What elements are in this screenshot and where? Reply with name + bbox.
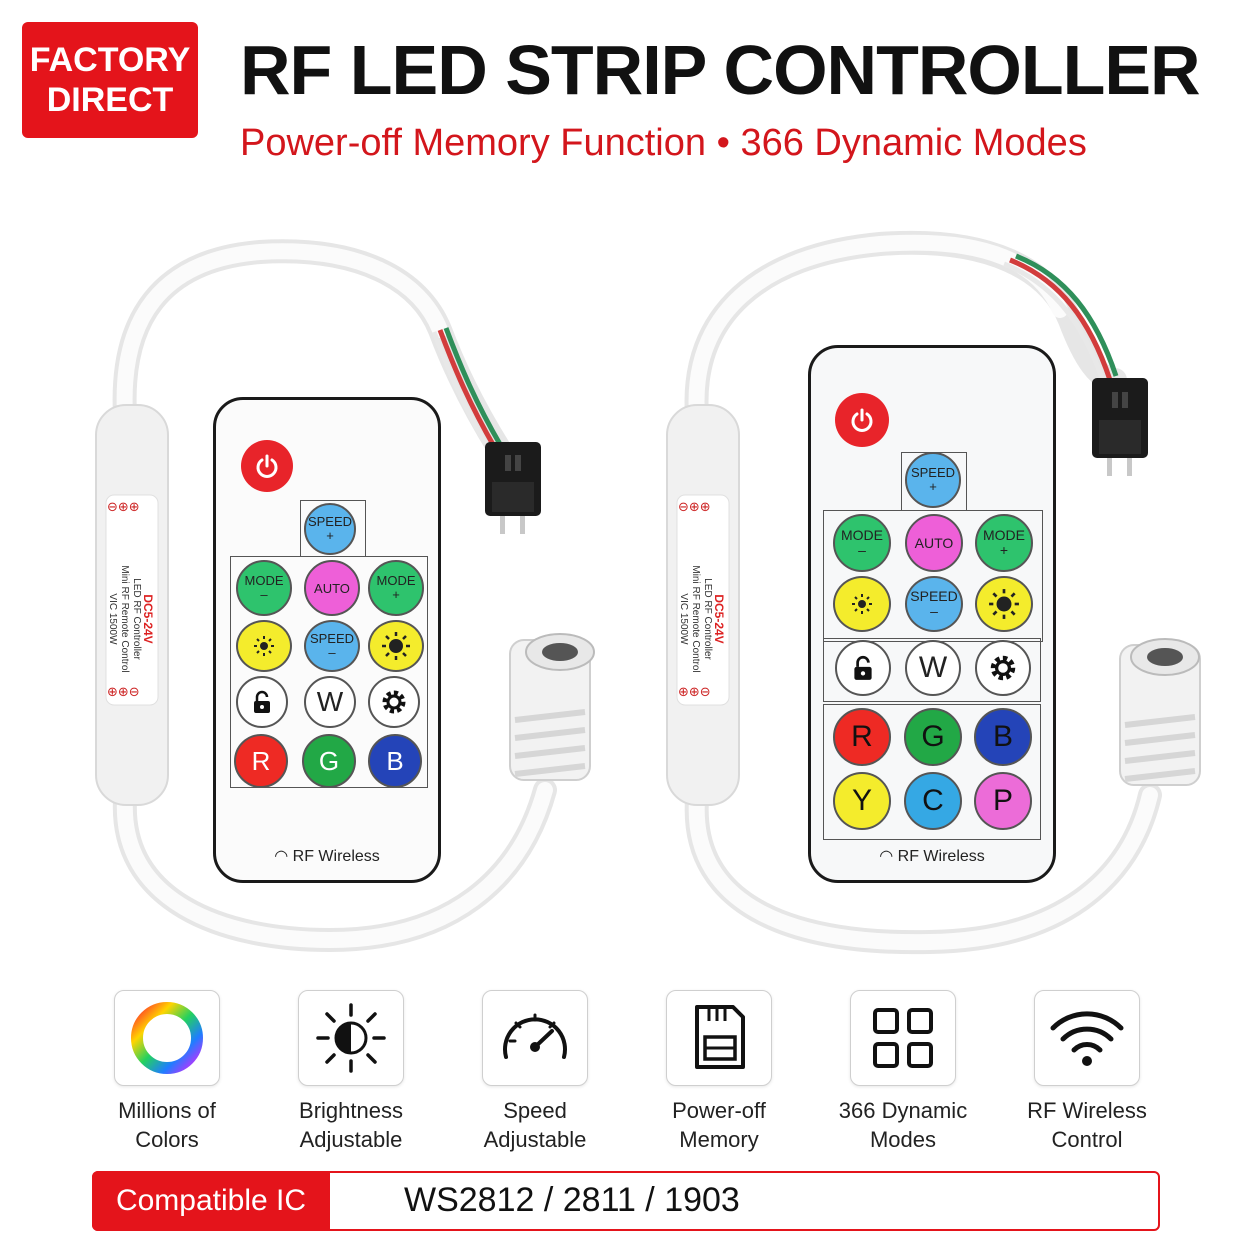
- feature-label-2: Modes: [869, 1127, 937, 1152]
- speedometer-icon: [503, 1013, 567, 1059]
- feature-label-1: RF Wireless: [1027, 1098, 1147, 1123]
- brightness-up-button[interactable]: [368, 620, 424, 672]
- speed-up-button[interactable]: SPEED+: [304, 503, 356, 555]
- blue-button[interactable]: B: [974, 708, 1032, 766]
- badge-line-2: DIRECT: [46, 81, 174, 119]
- sun-small-icon: [254, 636, 274, 656]
- feature-label-2: Memory: [679, 1127, 759, 1152]
- settings-button[interactable]: [975, 640, 1031, 696]
- settings-button[interactable]: [368, 676, 420, 728]
- mode-up-button[interactable]: MODE+: [368, 560, 424, 616]
- left-cable-loop: [95, 239, 595, 953]
- feature-label-1: Power-off: [672, 1098, 766, 1123]
- power-icon: [256, 454, 278, 478]
- right-receiver-label: ⊖⊕⊕ DC5-24V LED RF Controller Mini RF Re…: [676, 500, 728, 700]
- sun-large-icon: [382, 632, 410, 660]
- remote-large-footer: ◠ RF Wireless: [879, 848, 985, 865]
- compatible-ic-bar: Compatible IC WS2812 / 2811 / 1903: [92, 1171, 1160, 1231]
- brightness-down-button[interactable]: [236, 620, 292, 672]
- remote-large: SPEED+ MODE– AUTO MODE+ SPEED– W: [808, 345, 1056, 883]
- grid-modes-icon: [873, 1008, 933, 1068]
- factory-direct-badge: FACTORY DIRECT: [22, 22, 198, 138]
- feature-label-2: Colors: [135, 1127, 199, 1152]
- left-receiver-label: ⊖⊕⊕ DC5-24V LED RF Controller Mini RF Re…: [105, 500, 157, 700]
- green-button[interactable]: G: [302, 734, 356, 788]
- remote-small-footer: ◠ RF Wireless: [274, 848, 380, 865]
- gear-icon: [382, 690, 406, 714]
- auto-button[interactable]: AUTO: [304, 560, 360, 616]
- auto-button[interactable]: AUTO: [905, 514, 963, 572]
- lock-icon: [254, 690, 270, 713]
- purple-button[interactable]: P: [974, 772, 1032, 830]
- gear-icon: [990, 655, 1016, 681]
- brightness-up-button[interactable]: [975, 576, 1033, 632]
- green-button[interactable]: G: [904, 708, 962, 766]
- red-button[interactable]: R: [234, 734, 288, 788]
- speed-down-button[interactable]: SPEED–: [304, 620, 360, 672]
- yellow-button[interactable]: Y: [833, 772, 891, 830]
- brightness-icon: [316, 1003, 386, 1073]
- page-subtitle: Power-off Memory Function • 366 Dynamic …: [240, 122, 1087, 164]
- red-button[interactable]: R: [833, 708, 891, 766]
- feature-label-2: Adjustable: [299, 1127, 403, 1152]
- feature-millions-of-colors: Millions of Colors: [92, 990, 242, 1154]
- power-button[interactable]: [835, 393, 889, 447]
- sun-small-icon: [852, 594, 872, 614]
- white-button[interactable]: W: [304, 676, 356, 728]
- mode-down-button[interactable]: MODE–: [833, 514, 891, 572]
- speed-down-button[interactable]: SPEED–: [905, 576, 963, 632]
- compatible-ic-value: WS2812 / 2811 / 1903: [404, 1181, 740, 1219]
- lock-button[interactable]: [835, 640, 891, 696]
- brightness-down-button[interactable]: [833, 576, 891, 632]
- feature-label-2: Adjustable: [483, 1127, 587, 1152]
- compatible-ic-label: Compatible IC: [92, 1171, 330, 1231]
- wifi-icon: [1050, 1011, 1124, 1066]
- wifi-small-icon: ◠: [274, 848, 289, 865]
- white-button[interactable]: W: [905, 640, 961, 696]
- page-title: RF LED STRIP CONTROLLER: [240, 31, 1201, 109]
- feature-label-1: Brightness: [299, 1098, 403, 1123]
- product-photo: ⊖⊕⊕ DC5-24V LED RF Controller Mini RF Re…: [0, 220, 1254, 980]
- power-button[interactable]: [241, 440, 293, 492]
- wifi-small-icon: ◠: [879, 848, 894, 865]
- lock-icon: [854, 655, 872, 680]
- feature-label-1: Millions of: [118, 1098, 216, 1123]
- lock-button[interactable]: [236, 676, 288, 728]
- mode-down-button[interactable]: MODE–: [236, 560, 292, 616]
- remote-small: SPEED+ MODE– AUTO MODE+ SPEED– W R: [213, 397, 441, 883]
- feature-label-1: Speed: [503, 1098, 567, 1123]
- blue-button[interactable]: B: [368, 734, 422, 788]
- speed-up-button[interactable]: SPEED+: [905, 452, 961, 508]
- memory-card-icon: [695, 1005, 745, 1069]
- power-icon: [851, 408, 873, 432]
- color-grid-frame: [823, 704, 1041, 840]
- sun-large-icon: [989, 589, 1019, 619]
- product-cables-illustration: [95, 230, 1201, 955]
- lock-row-frame: [823, 638, 1041, 702]
- receiver-voltage: DC5-24V: [141, 594, 155, 644]
- cyan-button[interactable]: C: [904, 772, 962, 830]
- right-cable-loop: [666, 230, 1201, 955]
- color-wheel-icon: [131, 1002, 203, 1074]
- badge-line-1: FACTORY: [29, 41, 191, 79]
- receiver-voltage: DC5-24V: [712, 594, 726, 644]
- feature-label-1: 366 Dynamic: [838, 1098, 968, 1123]
- mode-up-button[interactable]: MODE+: [975, 514, 1033, 572]
- feature-label-2: Control: [1051, 1127, 1123, 1152]
